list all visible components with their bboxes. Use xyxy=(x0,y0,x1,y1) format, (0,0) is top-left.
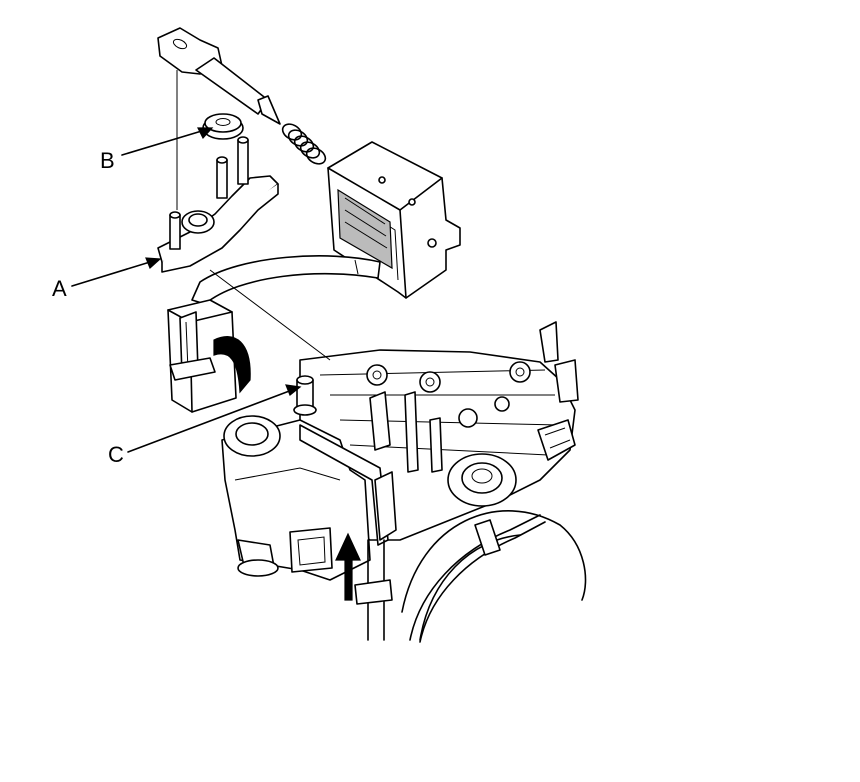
callout-label-b: B xyxy=(100,148,115,173)
part-a xyxy=(157,136,279,273)
alignment-line-2 xyxy=(209,269,331,361)
spring xyxy=(281,123,327,165)
plunger xyxy=(157,27,281,125)
solenoid-assembly xyxy=(167,141,461,413)
up-arrow-icon xyxy=(335,532,361,601)
part-b xyxy=(202,113,244,140)
valve-body-assembly xyxy=(299,321,587,643)
callout-label-a: A xyxy=(52,276,67,301)
callout-label-c: C xyxy=(108,442,124,467)
shift-lever-housing xyxy=(221,415,397,641)
callout-leaders xyxy=(71,127,302,453)
pin-c xyxy=(293,375,317,416)
